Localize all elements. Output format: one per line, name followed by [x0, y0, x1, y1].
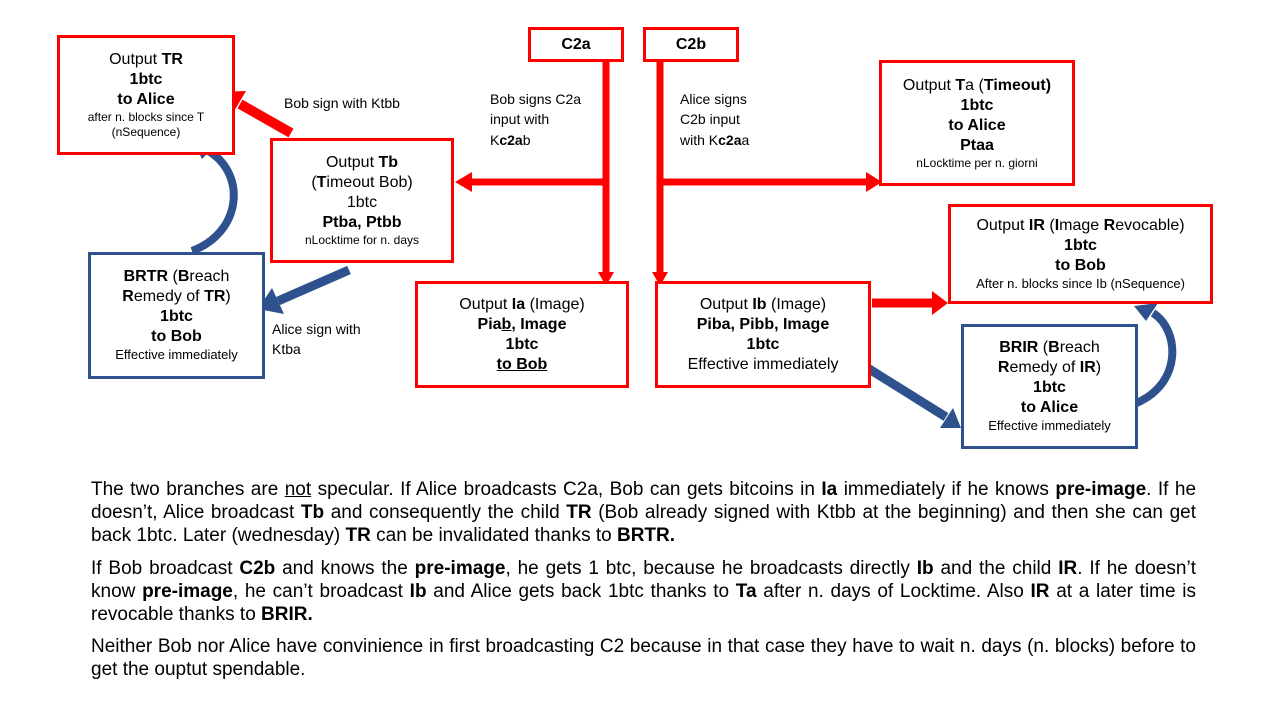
- brtr-box: BRTR (Breach Remedy of TR) 1btc to Bob E…: [88, 252, 265, 379]
- ia-keys: Piab, Image: [477, 315, 567, 333]
- ia-recipient: to Bob: [496, 355, 548, 373]
- output-tr-box: Output TR 1btc to Alice after n. blocks …: [57, 35, 235, 155]
- ib-amount: 1btc: [746, 335, 780, 353]
- ib-to-brir-line: [863, 363, 949, 421]
- label-bob-sign-ktbb: Bob sign with Ktbb: [284, 95, 400, 111]
- tr-recipient: to Alice: [117, 91, 175, 108]
- tr-condition: after n. blocks since T: [87, 110, 205, 124]
- ta-amount: 1btc: [960, 96, 994, 114]
- ib-to-brir-arrowhead: [940, 408, 961, 428]
- tb-keys: Ptba, Ptbb: [322, 214, 402, 231]
- tb-title: Output Tb: [325, 154, 399, 171]
- ia-amount: 1btc: [505, 335, 539, 353]
- output-tb-box: Output Tb (Timeout Bob) 1btc Ptba, Ptbb …: [270, 138, 454, 263]
- brir-amount: 1btc: [1033, 379, 1066, 397]
- tr-title: Output TR: [109, 51, 183, 68]
- output-ta-box: Output Ta (Timeout) 1btc to Alice Ptaa n…: [879, 60, 1075, 186]
- ib-title: Output Ib (Image): [699, 295, 827, 313]
- ta-keys: Ptaa: [960, 136, 994, 154]
- c2a-to-tb-arrowhead: [455, 172, 472, 192]
- c2b-label: C2b: [675, 35, 707, 53]
- output-ib-box: Output Ib (Image) Piba, Pibb, Image 1btc…: [655, 281, 871, 388]
- brir-to-ir-arrowhead: [1134, 303, 1158, 321]
- ir-recipient: to Bob: [1055, 256, 1106, 274]
- brtr-subtitle: Remedy of TR): [122, 288, 231, 306]
- c2b-box: C2b: [643, 27, 739, 62]
- ia-title: Output Ia (Image): [459, 295, 585, 313]
- brir-condition: Effective immediately: [988, 418, 1111, 434]
- ib-to-ir-arrowhead: [932, 291, 948, 315]
- brir-subtitle: Remedy of IR): [997, 359, 1102, 377]
- paragraph-2: If Bob broadcast C2b and knows the pre-i…: [91, 557, 1197, 625]
- c2a-label: C2a: [561, 35, 591, 53]
- tb-amount: 1btc: [346, 194, 378, 211]
- brtr-recipient: to Bob: [151, 328, 202, 346]
- paragraph-1: The two branches are not specular. If Al…: [91, 479, 1197, 547]
- brtr-amount: 1btc: [160, 308, 193, 326]
- tb-locktime: nLocktime for n. days: [304, 233, 420, 247]
- tr-nsequence: (nSequence): [111, 125, 181, 139]
- ta-title: Output Ta (Timeout): [902, 76, 1052, 94]
- ir-title: Output IR (Image Revocable): [976, 216, 1185, 234]
- output-ir-box: Output IR (Image Revocable) 1btc to Bob …: [948, 204, 1213, 304]
- tb-to-brtr-line: [276, 265, 351, 306]
- brir-title: BRIR (Breach: [999, 339, 1100, 357]
- brtr-condition: Effective immediately: [115, 347, 238, 363]
- paragraph-3: Neither Bob nor Alice have convinience i…: [91, 636, 1196, 681]
- c2a-box: C2a: [528, 27, 624, 62]
- label-alice-sign-ktba: Alice sign with Ktba: [272, 321, 361, 358]
- tb-subtitle: (Timeout Bob): [311, 174, 413, 191]
- ib-condition: Effective immediately: [687, 355, 839, 373]
- brtr-title: BRTR (Breach: [123, 268, 230, 286]
- ir-condition: After n. blocks since Ib (nSequence): [976, 275, 1185, 291]
- label-bob-signs-c2a: Bob signs C2a input with Kc2ab: [490, 91, 582, 148]
- ta-recipient: to Alice: [948, 116, 1006, 134]
- ir-amount: 1btc: [1064, 236, 1097, 254]
- output-ia-box: Output Ia (Image) Piab, Image 1btc to Bo…: [415, 281, 629, 388]
- tr-amount: 1btc: [129, 71, 163, 88]
- ta-locktime: nLocktime per n. giorni: [916, 155, 1038, 170]
- brtr-to-tr-curve: [190, 148, 238, 255]
- brir-box: BRIR (Breach Remedy of IR) 1btc to Alice…: [961, 324, 1138, 449]
- ib-keys: Piba, Pibb, Image: [696, 315, 830, 333]
- brir-to-ir-curve: [1132, 309, 1177, 408]
- explanation-text: The two branches are not specular. If Al…: [91, 478, 1196, 690]
- label-alice-signs-c2b: Alice signs C2b input with Kc2aa: [680, 91, 750, 148]
- brir-recipient: to Alice: [1020, 399, 1079, 417]
